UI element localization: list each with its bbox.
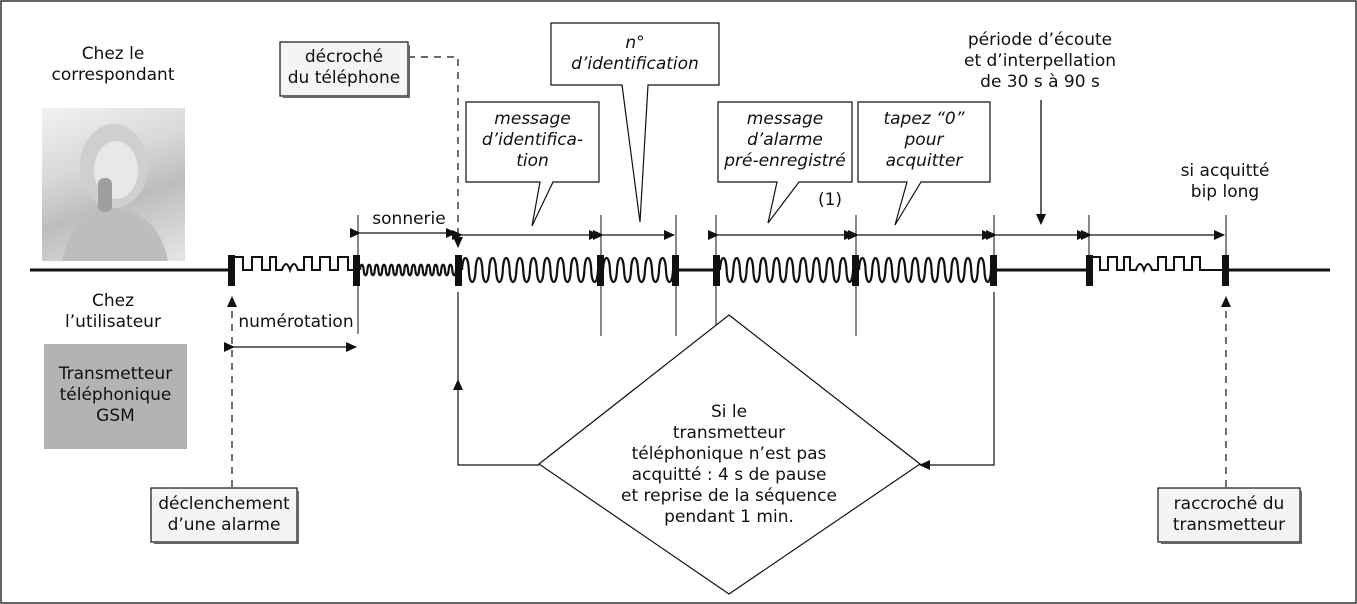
- correspondent-photo: [42, 108, 185, 261]
- id-number-wave: [603, 258, 673, 282]
- press-zero-wave: [859, 258, 991, 282]
- ringing-wave: [360, 265, 456, 276]
- remote-side-label: Chez le correspondant: [38, 44, 188, 86]
- ringing-label: sonnerie: [360, 209, 458, 230]
- ack-pulses: [1091, 257, 1222, 270]
- alarm-message-callout: message d’alarme pré-enregistré: [718, 109, 852, 172]
- pickup-callout: décroché du téléphone: [280, 47, 408, 89]
- marker-pickup: [455, 255, 462, 286]
- ack-beep-label: si acquitté bip long: [1150, 161, 1300, 203]
- id-message-wave: [462, 258, 598, 282]
- marker-alarm: [228, 255, 235, 286]
- alarm-trigger-callout: déclenchement d’une alarme: [151, 494, 297, 536]
- dialing-pulses: [233, 257, 356, 270]
- id-message-callout: message d’identifica- tion: [466, 109, 599, 172]
- id-number-callout: n° d’identification: [551, 33, 719, 75]
- user-side-label: Chez l’utilisateur: [38, 291, 188, 333]
- alarm-message-wave: [720, 258, 853, 282]
- marker-listen-end: [1086, 255, 1093, 286]
- listen-period-label: période d’écoute et d’interpellation de …: [935, 30, 1145, 93]
- marker-dial-end: [353, 255, 360, 286]
- marker-hangup: [1222, 255, 1229, 286]
- press-zero-callout: tapez “0” pour acquitter: [858, 109, 990, 172]
- gsm-transmitter-label: Transmetteur téléphonique GSM: [44, 364, 187, 427]
- decision-text: Si le transmetteur téléphonique n’est pa…: [619, 402, 839, 528]
- hangup-callout: raccroché du transmetteur: [1158, 494, 1300, 536]
- dialing-label: numérotation: [234, 312, 358, 333]
- marker-zero-end: [990, 255, 997, 286]
- note-label: (1): [810, 190, 850, 211]
